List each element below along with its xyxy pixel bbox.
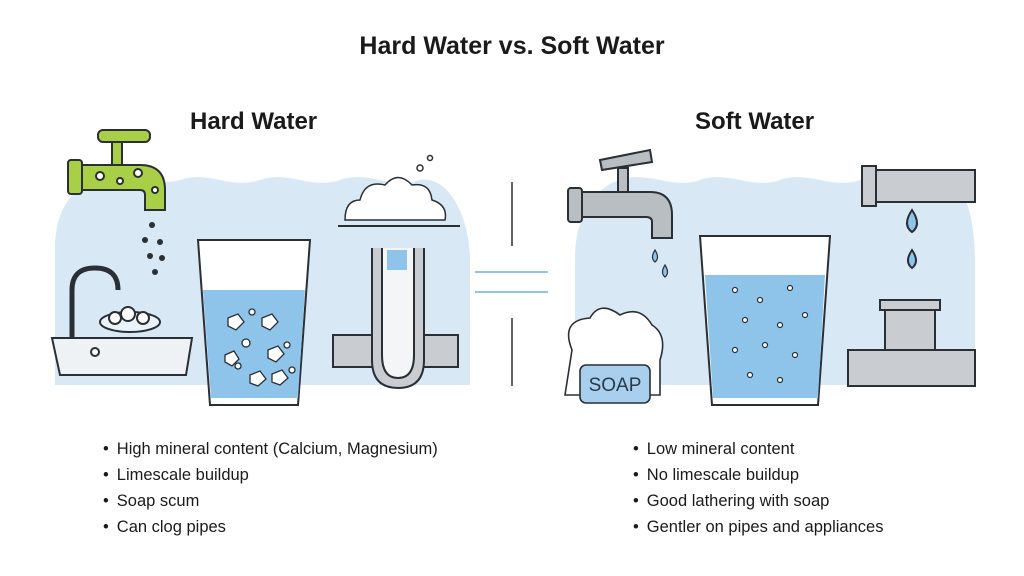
list-item: Low mineral content [633, 436, 883, 462]
soft-water-heading: Soft Water [695, 108, 815, 135]
list-item: High mineral content (Calcium, Magnesium… [103, 436, 438, 462]
hard-water-glass-icon [196, 239, 312, 406]
faucet-icon [567, 148, 673, 239]
list-item: Limescale buildup [103, 462, 438, 488]
soap-bar-icon: SOAP [564, 307, 664, 404]
hard-water-heading: Hard Water [190, 108, 318, 135]
list-item: Soap scum [103, 488, 438, 514]
limescale-faucet-icon [67, 129, 166, 211]
soap-scum-foam-icon [338, 154, 460, 227]
list-item: Can clog pipes [103, 514, 438, 540]
page-title: Hard Water vs. Soft Water [359, 32, 665, 60]
hard-water-list: High mineral content (Calcium, Magnesium… [103, 436, 438, 540]
soap-label: SOAP [589, 375, 642, 396]
list-item: Gentler on pipes and appliances [633, 514, 884, 540]
clean-pipe-tee-icon [847, 299, 976, 387]
soft-water-list: Low mineral content No limescale buildup… [633, 436, 884, 540]
list-item: No limescale buildup [633, 462, 883, 488]
water-drops-icon [142, 222, 165, 275]
clogged-pipe-icon [332, 248, 459, 390]
sink-icon [50, 265, 194, 376]
water-drops-icon [651, 248, 669, 278]
list-item: Good lathering with soap [633, 488, 883, 514]
divider [475, 182, 548, 386]
soft-water-glass-icon [698, 235, 832, 406]
clean-pipe-icon [861, 165, 976, 270]
